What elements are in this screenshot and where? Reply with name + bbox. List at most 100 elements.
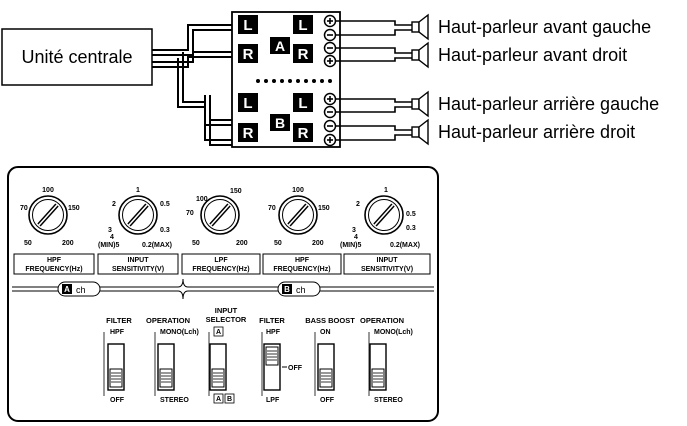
- switch-filter-b-middle: OFF: [288, 365, 303, 372]
- ch-a-tag-letter: A: [64, 285, 70, 294]
- amp-ch-a-output-left-label: L: [298, 17, 307, 34]
- knob-hpf-a[interactable]: 100 70 150 50 200: [20, 187, 80, 247]
- amp-ch-a-input-right: [238, 44, 258, 63]
- ch-b-tag-letter: B: [284, 285, 290, 294]
- switch-operation-a-slider[interactable]: [159, 368, 173, 388]
- switch-filter-b-bottom: LPF: [266, 397, 280, 404]
- knob-input-sens-a-dial[interactable]: [119, 196, 157, 234]
- knob-hpf-b-tick-100: 100: [292, 187, 304, 194]
- switch-bass-boost[interactable]: BASS BOOST ON OFF: [305, 316, 355, 404]
- knob-sens-a-tick-max: 0.2(MAX): [142, 242, 172, 249]
- label-box-hpf-a: [13, 253, 95, 275]
- amp-ch-b-input-left-label: L: [243, 95, 252, 112]
- knob-lpf-tick-150: 150: [230, 188, 242, 195]
- switch-input-selector-bottom-b: B: [227, 396, 232, 403]
- switch-operation-a[interactable]: OPERATION MONO(Lch) STEREO: [146, 316, 199, 404]
- input-wires: [152, 24, 236, 146]
- knob-hpf-a-tick-200: 200: [62, 240, 74, 247]
- amp-ch-a-output-left: [293, 15, 313, 34]
- knob-sens-b-tick-min: (MIN)5: [340, 242, 361, 249]
- ch-b-tag-suffix: ch: [296, 285, 306, 295]
- switch-bass-boost-title: BASS BOOST: [305, 316, 355, 325]
- label-sens-b-line2: SENSITIVITY(V): [361, 266, 413, 273]
- terminal-signs: [327, 18, 333, 143]
- switch-input-selector-top: A: [216, 329, 221, 336]
- amp-ch-a-letter: A: [275, 38, 285, 54]
- switch-operation-b-title: OPERATION: [360, 316, 404, 325]
- knob-input-sens-b[interactable]: 1 2 0.5 3 0.3 4 (MIN)5 0.2(MAX): [340, 187, 420, 249]
- knob-hpf-a-tick-100: 100: [42, 187, 54, 194]
- amp-ch-b-letter: B: [275, 115, 285, 131]
- speaker-rear-left-icon: [411, 91, 429, 117]
- amp-ch-a-output-right-label: R: [298, 46, 309, 63]
- switch-filter-a-slider[interactable]: [109, 368, 123, 388]
- switch-input-selector-b-box: [224, 393, 235, 404]
- switch-filter-b-top: HPF: [266, 329, 281, 336]
- amp-ch-b-input-right-label: R: [243, 125, 254, 142]
- knob-sens-a-tick-2: 2: [112, 201, 116, 208]
- amp-ch-b-input-left: [238, 93, 258, 112]
- label-lpf-line2: FREQUENCY(Hz): [192, 266, 249, 273]
- ch-b-tag-square: [282, 284, 292, 294]
- speaker-front-left-icon: [411, 14, 429, 40]
- channel-separator-dots: [256, 79, 332, 83]
- speaker-front-right-icon: [411, 42, 429, 68]
- knob-hpf-b[interactable]: 100 70 150 50 200: [268, 187, 330, 247]
- knob-lpf-tick-100: 100: [196, 196, 208, 203]
- knob-sens-b-tick-05: 0.5: [406, 211, 416, 218]
- amp-ch-b-output-left-label: L: [298, 95, 307, 112]
- speaker-front-right-label: Haut-parleur avant droit: [438, 45, 627, 65]
- label-box-sens-a: [97, 253, 179, 275]
- knob-sens-b-tick-03: 0.3: [406, 225, 416, 232]
- switch-operation-b[interactable]: OPERATION MONO(Lch) STEREO: [360, 316, 413, 404]
- knob-input-sens-b-dial[interactable]: [365, 196, 403, 234]
- knob-sens-a-tick-03: 0.3: [160, 227, 170, 234]
- knob-sens-b-tick-1: 1: [384, 187, 388, 194]
- switch-input-selector[interactable]: INPUT SELECTOR A A B: [206, 306, 247, 404]
- label-box-hpf-b: [262, 253, 342, 275]
- switch-filter-a-bottom: OFF: [110, 397, 125, 404]
- speaker-rear-left-label: Haut-parleur arrière gauche: [438, 94, 659, 114]
- knob-lpf-tick-50: 50: [192, 240, 200, 247]
- label-box-lpf: [181, 253, 261, 275]
- label-sens-a-line1: INPUT: [128, 257, 150, 264]
- switch-filter-b[interactable]: FILTER HPF OFF LPF: [259, 316, 303, 404]
- knob-hpf-a-tick-70: 70: [20, 205, 28, 212]
- knob-hpf-a-tick-150: 150: [68, 205, 80, 212]
- knob-sens-a-tick-min: (MIN)5: [98, 242, 119, 249]
- switch-input-selector-title1: INPUT: [215, 306, 238, 315]
- channel-group-lines: [12, 278, 434, 300]
- label-lpf-line1: LPF: [214, 257, 228, 264]
- knob-sens-b-tick-max: 0.2(MAX): [390, 242, 420, 249]
- knob-sens-b-tick-3: 3: [352, 227, 356, 234]
- knob-sens-a-tick-4: 4: [110, 234, 114, 241]
- knob-input-sens-a[interactable]: 1 2 0.5 3 0.3 4 (MIN)5 0.2(MAX): [98, 187, 172, 249]
- knob-hpf-b-dial[interactable]: [279, 196, 317, 234]
- knob-lpf[interactable]: 100 150 70 50 200: [186, 188, 248, 247]
- knob-hpf-a-dial[interactable]: [29, 196, 67, 234]
- switch-filter-b-slider[interactable]: [265, 346, 279, 366]
- amp-ch-a-input-left: [238, 15, 258, 34]
- switch-input-selector-top-box: [213, 326, 224, 337]
- switch-filter-a[interactable]: FILTER HPF OFF: [103, 316, 132, 404]
- amp-ch-b-badge: [270, 114, 290, 131]
- switch-bass-boost-slider[interactable]: [319, 368, 333, 388]
- switch-input-selector-slider[interactable]: [211, 368, 225, 388]
- head-unit-label: Unité centrale: [21, 47, 132, 67]
- speaker-wires: [336, 20, 412, 141]
- switch-filter-a-top: HPF: [110, 329, 125, 336]
- ch-a-tag-suffix: ch: [76, 285, 86, 295]
- switch-operation-b-slider[interactable]: [371, 368, 385, 388]
- switch-operation-b-bottom: STEREO: [374, 397, 403, 404]
- amp-ch-b-output-left: [293, 93, 313, 112]
- knob-lpf-tick-70: 70: [186, 210, 194, 217]
- knob-sens-a-tick-05: 0.5: [160, 201, 170, 208]
- knob-sens-a-tick-1: 1: [136, 187, 140, 194]
- knob-lpf-tick-200: 200: [236, 240, 248, 247]
- switch-input-selector-title2: SELECTOR: [206, 315, 247, 324]
- amp-ch-a-input-left-label: L: [243, 17, 252, 34]
- switch-operation-a-top: MONO(Lch): [160, 329, 199, 336]
- switch-filter-b-title: FILTER: [259, 316, 285, 325]
- label-sens-b-line1: INPUT: [377, 257, 399, 264]
- knob-hpf-a-tick-50: 50: [24, 240, 32, 247]
